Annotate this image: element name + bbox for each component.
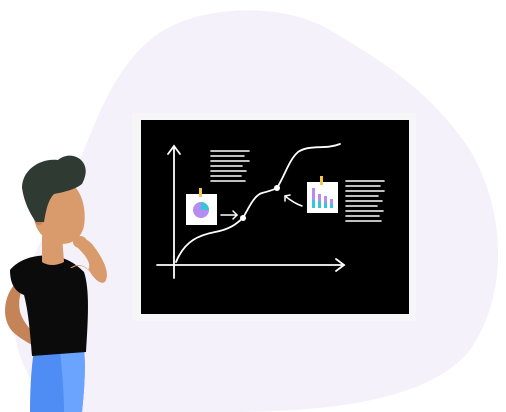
note-text-lines bbox=[345, 180, 385, 222]
chalk-axes bbox=[156, 144, 346, 279]
pie-chart-icon bbox=[193, 202, 209, 218]
hair bbox=[22, 155, 86, 222]
pie-chart-note bbox=[186, 188, 217, 225]
bar-chart-icon bbox=[312, 188, 333, 208]
curve-point bbox=[240, 215, 246, 221]
pointer-arrow bbox=[284, 194, 303, 207]
thinking-person bbox=[5, 155, 107, 412]
pointer-arrow bbox=[220, 210, 239, 220]
note-text-lines bbox=[210, 150, 250, 182]
curve-point bbox=[274, 185, 280, 191]
chalkboard bbox=[141, 120, 409, 314]
bar-chart-note bbox=[307, 176, 338, 213]
growth-curve bbox=[175, 143, 341, 263]
shirt bbox=[10, 255, 88, 356]
